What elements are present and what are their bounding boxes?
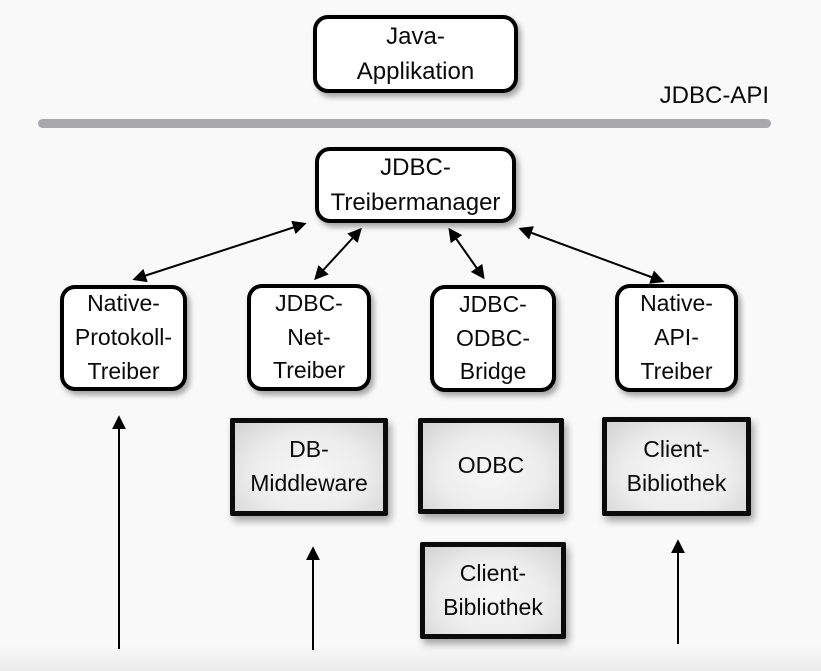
node-client-bibliothek-bottom: Client- Bibliothek <box>420 542 566 639</box>
jdbc-api-separator-line <box>38 119 771 128</box>
node-jdbc-net-treiber: JDBC- Net- Treiber <box>247 284 371 391</box>
node-db-middleware: DB- Middleware <box>230 418 388 516</box>
arrow-manager-native-protokoll <box>132 220 307 283</box>
node-native-protokoll-treiber: Native- Protokoll- Treiber <box>60 285 187 391</box>
node-jdbc-odbc-bridge: JDBC- ODBC- Bridge <box>430 285 556 392</box>
arrow-manager-native-api <box>518 226 665 284</box>
node-jdbc-treibermanager: JDBC- Treibermanager <box>315 147 516 223</box>
node-java-applikation: Java- Applikation <box>313 15 518 93</box>
node-client-bibliothek-right: Client- Bibliothek <box>602 417 751 516</box>
arrow-manager-jdbc-net <box>314 227 362 281</box>
node-odbc: ODBC <box>418 418 564 514</box>
jdbc-api-label: JDBC-API <box>659 82 769 109</box>
arrow-manager-jdbc-odbc <box>448 227 485 280</box>
node-native-api-treiber: Native- API- Treiber <box>615 284 738 392</box>
